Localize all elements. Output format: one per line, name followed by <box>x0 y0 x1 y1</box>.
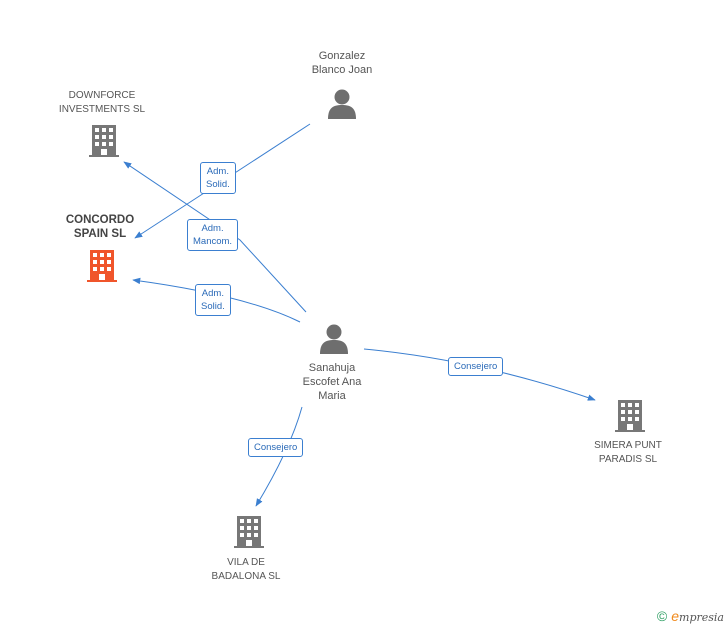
node-label-vila[interactable]: VILA DE BADALONA SL <box>211 557 281 582</box>
copyright-icon: © <box>656 608 668 624</box>
building-icon[interactable] <box>234 516 264 548</box>
node-label-sanahuja[interactable]: Sanahuja Escofet Ana Maria <box>302 362 362 402</box>
node-label-simera[interactable]: SIMERA PUNT PARADIS SL <box>594 440 662 465</box>
edge-label-sanahuja-vila: Consejero <box>248 438 304 457</box>
brand-logo: empresia <box>671 608 724 624</box>
edge-label-gonzalez-concordo: Adm. Solid. <box>200 162 236 194</box>
building-icon[interactable] <box>615 400 645 432</box>
node-label-downforce[interactable]: DOWNFORCE INVESTMENTS SL <box>58 90 146 115</box>
edge-label-sanahuja-downforce: Adm. Mancom. <box>187 219 239 251</box>
person-icon[interactable] <box>328 89 356 120</box>
brand-initial: e <box>671 608 680 624</box>
building-icon[interactable] <box>89 125 119 157</box>
building-icon-highlight[interactable] <box>87 250 117 282</box>
brand-name: mpresia <box>679 611 724 624</box>
edge-label-sanahuja-concordo: Adm. Solid. <box>195 284 231 316</box>
brand-footer: © empresia <box>657 608 724 624</box>
node-label-gonzalez[interactable]: Gonzalez Blanco Joan <box>311 50 373 76</box>
edge-label-sanahuja-simera: Consejero <box>448 357 504 376</box>
node-label-concordo[interactable]: CONCORDO SPAIN SL <box>65 214 135 240</box>
person-icon[interactable] <box>320 324 348 355</box>
edge-sanahuja-downforce <box>123 161 307 313</box>
